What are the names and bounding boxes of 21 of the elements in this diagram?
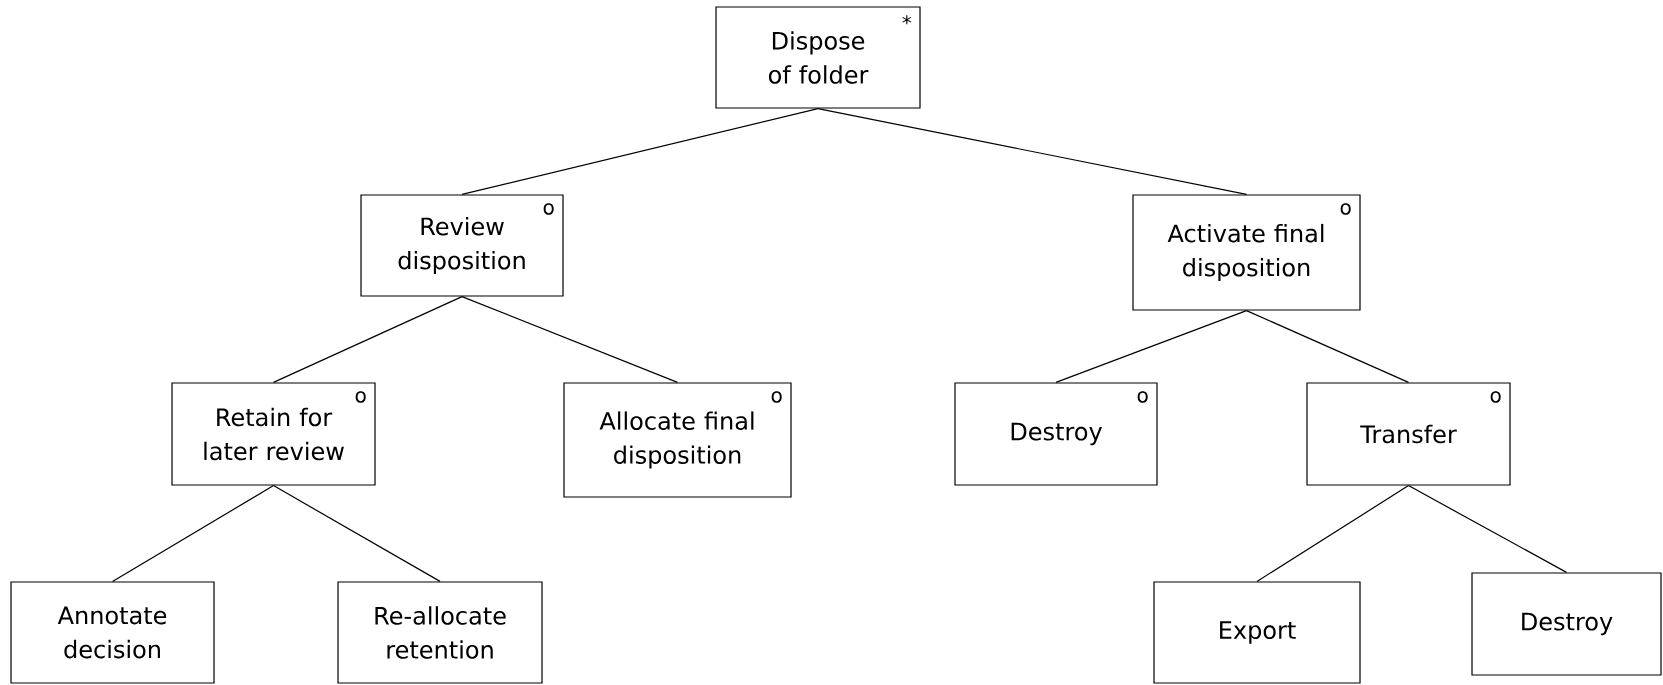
connector-line [111,485,275,582]
node-mark: * [902,15,912,25]
node-mark: o [1137,391,1148,403]
node-mark: o [355,391,366,403]
process-box: Re-allocate retention [337,581,543,684]
connector-line [272,296,463,383]
process-box: Export [1153,581,1361,684]
connector-line [1407,485,1568,573]
node-mark: o [771,391,782,403]
connector-line [1256,485,1410,582]
node-mark: o [543,203,554,215]
node-mark: o [1490,391,1501,403]
node-mark: o [1340,203,1351,215]
connector-line [272,485,441,582]
process-box: Destroy [1471,572,1662,676]
connector-line [817,108,1248,195]
connector-line [1245,310,1410,383]
connector-line [1055,310,1248,383]
process-box: Annotate decision [10,581,215,684]
connector-line [461,296,679,383]
connector-line [461,108,819,195]
